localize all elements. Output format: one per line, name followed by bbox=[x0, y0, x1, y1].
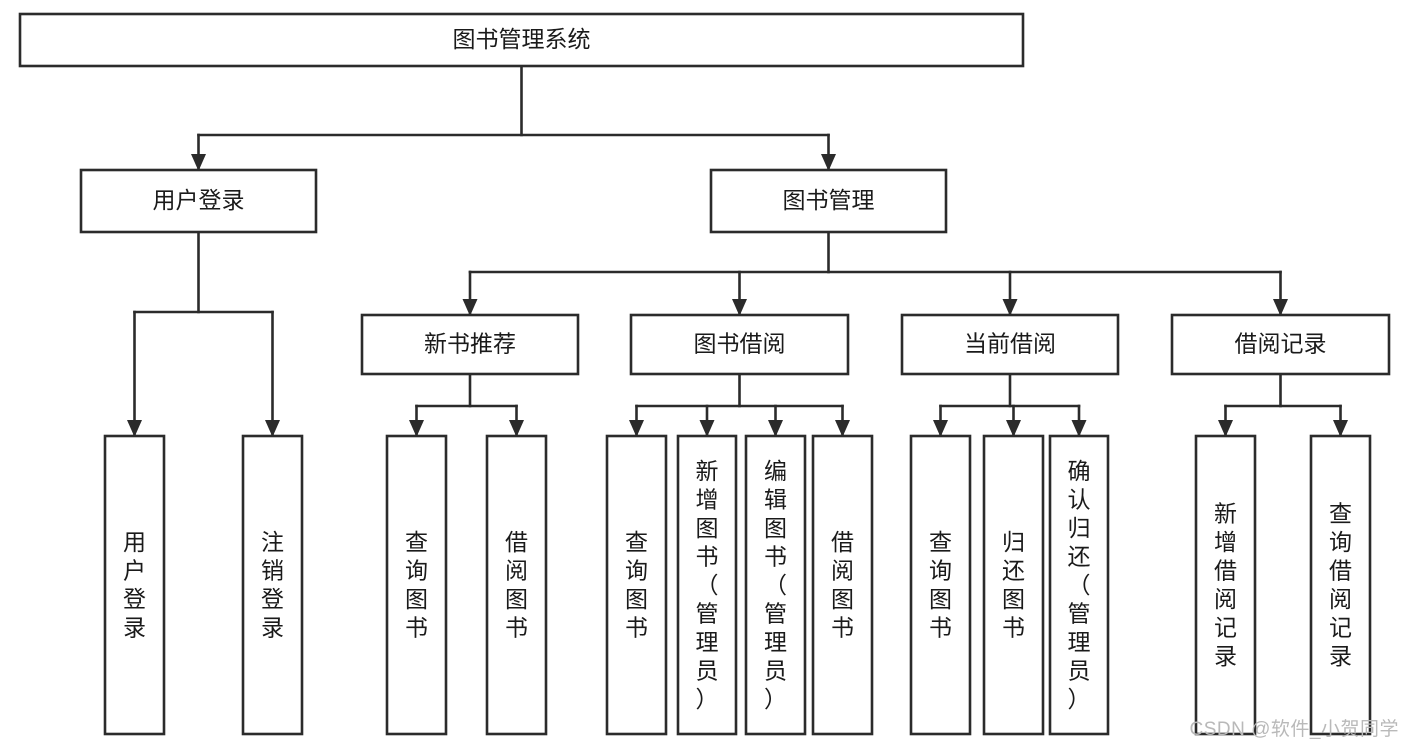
node-label-bb_query: 查询图书 bbox=[625, 529, 648, 641]
node-bb_add[interactable]: 新增图书（管理员） bbox=[676, 434, 738, 736]
node-box-cb_query[interactable] bbox=[909, 434, 972, 736]
node-label-bb_borrow: 借阅图书 bbox=[831, 529, 854, 641]
node-label-cb_query: 查询图书 bbox=[929, 529, 952, 641]
node-label-cb_return: 归还图书 bbox=[1002, 529, 1025, 641]
edge-arrowhead bbox=[1002, 299, 1018, 316]
edge-arrowhead bbox=[509, 420, 524, 437]
edge-group-current_borrow bbox=[933, 372, 1087, 437]
node-leaf_logout[interactable]: 注销登录 bbox=[241, 434, 304, 736]
node-box-borrow_record[interactable] bbox=[1170, 313, 1391, 376]
edge-group-root bbox=[191, 64, 836, 171]
node-rec_query[interactable]: 查询图书 bbox=[385, 434, 448, 736]
edge-group-book_mgmt bbox=[462, 230, 1288, 316]
node-br_add[interactable]: 新增借阅记录 bbox=[1194, 434, 1257, 736]
node-label-br_query: 查询借阅记录 bbox=[1329, 501, 1352, 670]
edge-arrowhead bbox=[732, 299, 747, 316]
node-box-cb_return[interactable] bbox=[982, 434, 1045, 736]
node-box-book_mgmt[interactable] bbox=[709, 168, 948, 234]
edge-arrowhead bbox=[1218, 420, 1233, 437]
node-cb_return[interactable]: 归还图书 bbox=[982, 434, 1045, 736]
node-label-rec_query: 查询图书 bbox=[405, 529, 428, 641]
node-label-new_book_rec: 新书推荐 bbox=[424, 331, 516, 357]
node-book_mgmt[interactable]: 图书管理 bbox=[709, 168, 948, 234]
node-box-current_borrow[interactable] bbox=[900, 313, 1120, 376]
edge-group-user_login bbox=[127, 230, 280, 437]
node-label-user_login: 用户登录 bbox=[153, 187, 245, 213]
edge-arrowhead bbox=[629, 420, 644, 437]
node-box-leaf_logout[interactable] bbox=[241, 434, 304, 736]
node-root[interactable]: 图书管理系统 bbox=[18, 12, 1025, 68]
edge-arrowhead bbox=[191, 154, 206, 171]
node-box-bb_add[interactable] bbox=[676, 434, 738, 736]
edge-arrowhead bbox=[127, 420, 142, 437]
node-box-new_book_rec[interactable] bbox=[360, 313, 580, 376]
node-label-leaf_user_login: 用户登录 bbox=[123, 529, 146, 641]
edge-arrowhead bbox=[821, 154, 836, 171]
node-label-book_mgmt: 图书管理 bbox=[783, 187, 875, 213]
node-box-rec_query[interactable] bbox=[385, 434, 448, 736]
edge-arrowhead bbox=[1333, 420, 1348, 437]
edge-group-new_book_rec bbox=[409, 372, 524, 437]
node-bb_query[interactable]: 查询图书 bbox=[605, 434, 668, 736]
edge-arrowhead bbox=[1071, 420, 1087, 437]
node-new_book_rec[interactable]: 新书推荐 bbox=[360, 313, 580, 376]
edge-arrowhead bbox=[933, 420, 948, 437]
node-cb_query[interactable]: 查询图书 bbox=[909, 434, 972, 736]
node-bb_borrow[interactable]: 借阅图书 bbox=[811, 434, 874, 736]
node-rec_borrow[interactable]: 借阅图书 bbox=[485, 434, 548, 736]
node-br_query[interactable]: 查询借阅记录 bbox=[1309, 434, 1372, 736]
edge-arrowhead bbox=[265, 420, 280, 437]
node-label-root: 图书管理系统 bbox=[453, 26, 591, 52]
node-box-cb_confirm[interactable] bbox=[1048, 434, 1110, 736]
edge-arrowhead bbox=[1273, 299, 1288, 316]
node-label-br_add: 新增借阅记录 bbox=[1214, 501, 1237, 670]
node-box-br_add[interactable] bbox=[1194, 434, 1257, 736]
node-box-rec_borrow[interactable] bbox=[485, 434, 548, 736]
node-box-bb_edit[interactable] bbox=[744, 434, 807, 736]
node-label-book_borrow: 图书借阅 bbox=[694, 331, 786, 357]
node-borrow_record[interactable]: 借阅记录 bbox=[1170, 313, 1391, 376]
edge-group-borrow_record bbox=[1218, 372, 1348, 437]
edge-group-book_borrow bbox=[629, 372, 850, 437]
node-label-rec_borrow: 借阅图书 bbox=[505, 529, 528, 641]
node-box-bb_query[interactable] bbox=[605, 434, 668, 736]
node-label-leaf_logout: 注销登录 bbox=[261, 529, 284, 641]
node-label-bb_edit: 编辑图书（管理员） bbox=[764, 458, 787, 712]
node-leaf_user_login[interactable]: 用户登录 bbox=[103, 434, 166, 736]
edge-arrowhead bbox=[699, 420, 715, 437]
node-book_borrow[interactable]: 图书借阅 bbox=[629, 313, 850, 376]
node-current_borrow[interactable]: 当前借阅 bbox=[900, 313, 1120, 376]
edge-arrowhead bbox=[462, 299, 478, 316]
node-box-book_borrow[interactable] bbox=[629, 313, 850, 376]
node-label-cb_confirm: 确认归还（管理员） bbox=[1068, 458, 1091, 712]
edge-arrowhead bbox=[768, 420, 783, 437]
edge-arrowhead bbox=[409, 420, 424, 437]
node-label-current_borrow: 当前借阅 bbox=[964, 331, 1056, 357]
node-label-borrow_record: 借阅记录 bbox=[1235, 331, 1327, 357]
node-box-root[interactable] bbox=[18, 12, 1025, 68]
node-user_login[interactable]: 用户登录 bbox=[79, 168, 318, 234]
node-box-bb_borrow[interactable] bbox=[811, 434, 874, 736]
edges-layer bbox=[127, 64, 1348, 437]
node-box-leaf_user_login[interactable] bbox=[103, 434, 166, 736]
nodes-layer: 图书管理系统用户登录图书管理新书推荐图书借阅当前借阅借阅记录用户登录注销登录查询… bbox=[18, 12, 1391, 736]
edge-arrowhead bbox=[835, 420, 850, 437]
node-bb_edit[interactable]: 编辑图书（管理员） bbox=[744, 434, 807, 736]
node-box-br_query[interactable] bbox=[1309, 434, 1372, 736]
node-label-bb_add: 新增图书（管理员） bbox=[696, 458, 719, 712]
edge-arrowhead bbox=[1006, 420, 1021, 437]
node-cb_confirm[interactable]: 确认归还（管理员） bbox=[1048, 434, 1110, 736]
node-box-user_login[interactable] bbox=[79, 168, 318, 234]
